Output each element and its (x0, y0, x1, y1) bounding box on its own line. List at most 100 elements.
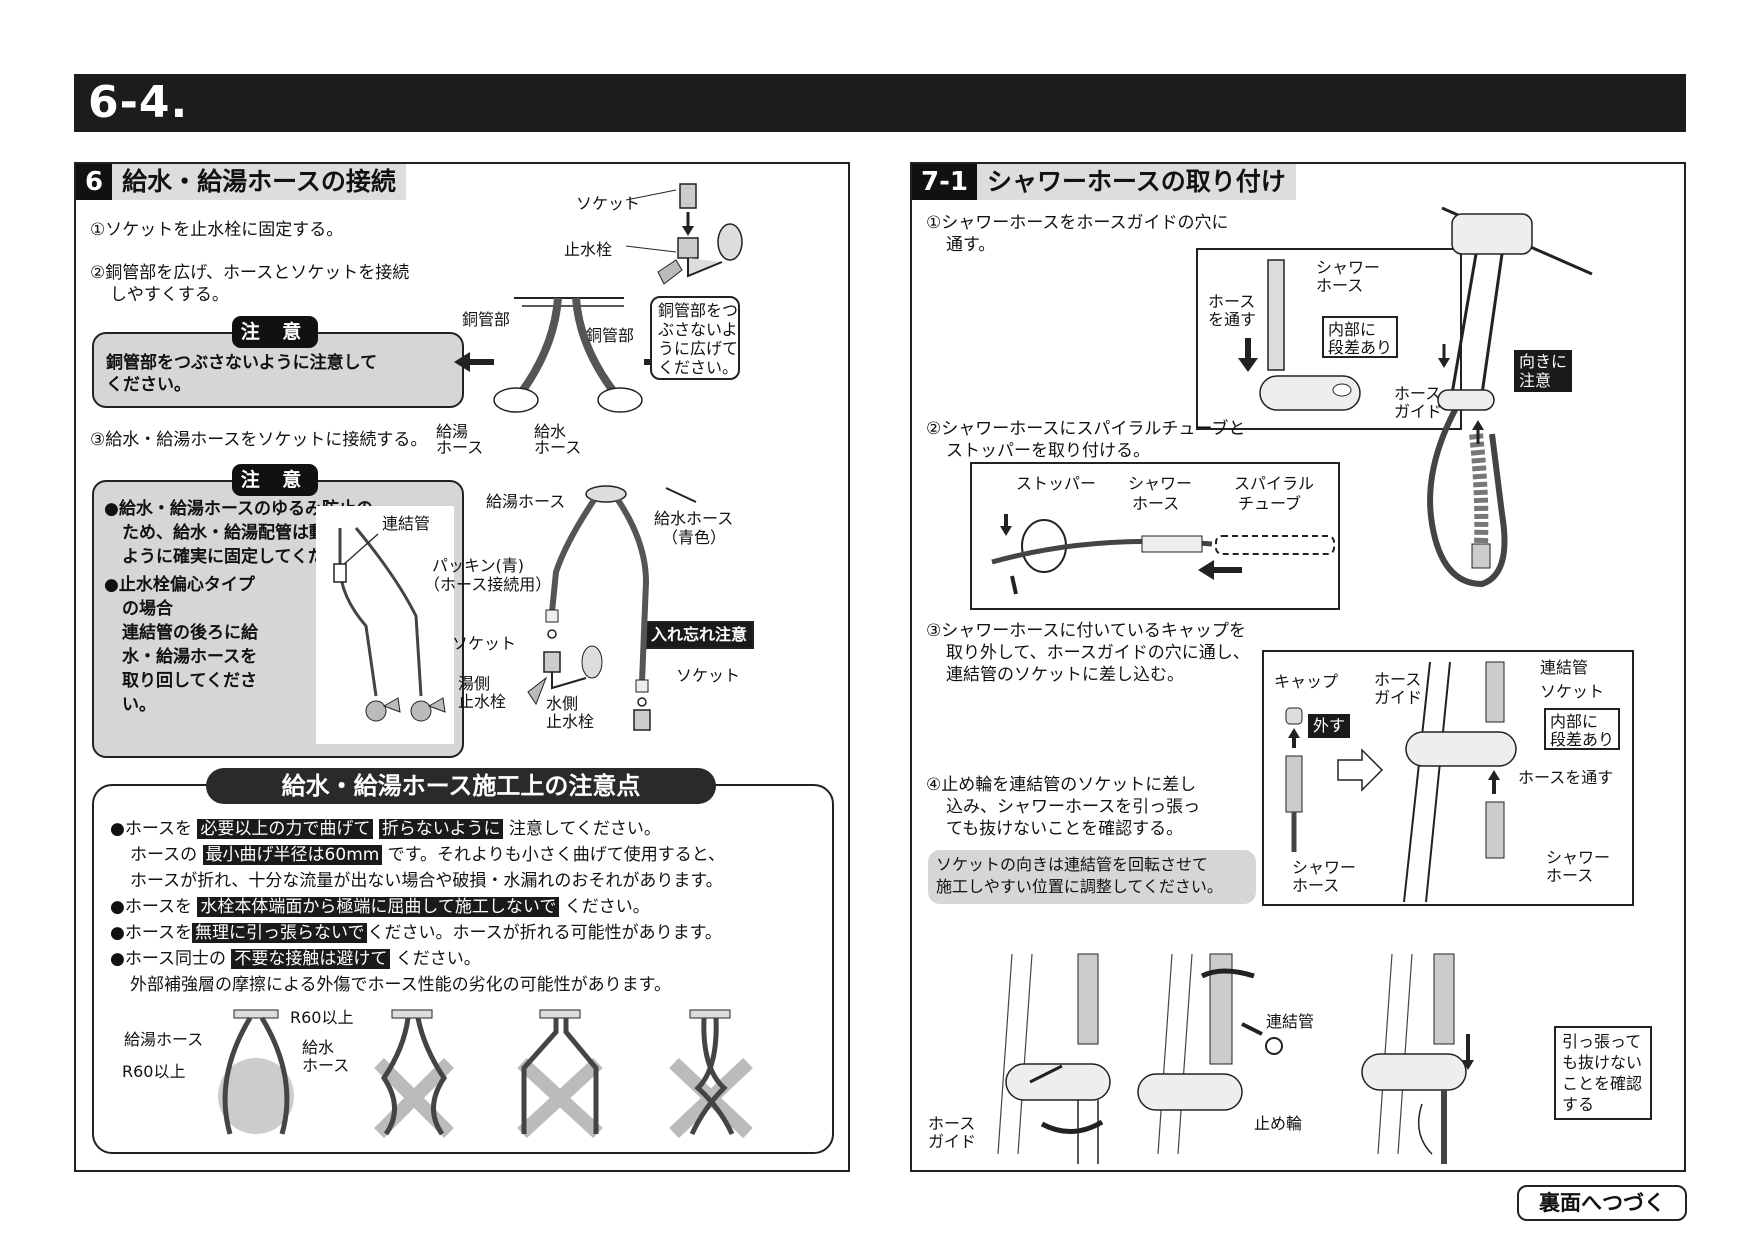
label-packing: パッキン(青) (432, 556, 525, 575)
step2-inset-drawing (991, 514, 1335, 595)
label-packing-2: （ホース接続用） (424, 575, 552, 594)
s6-step1: ①ソケットを止水栓に固定する。 (90, 220, 344, 240)
note-line2: ホースの 最小曲げ半径は60mm です。それよりも小さく曲げて使用すると、 (130, 844, 725, 866)
label-naibu-box-2: 内部に 段差あり (1544, 708, 1620, 750)
label-mukini-2: 注意 (1519, 371, 1552, 390)
label-mizugawa-2: 止水栓 (546, 712, 595, 731)
label-stopper: ストッパー (1016, 474, 1097, 493)
note-line2-b: です。それよりも小さく曲げて使用すると、 (387, 845, 726, 865)
label-hoseguide-4: ガイド (1374, 688, 1423, 707)
label-hoseguide-5: ホース (928, 1114, 976, 1133)
label-hose-guide: ホース (1394, 384, 1442, 403)
tip-line2: 施工しやすい位置に調整してください。 (936, 877, 1223, 896)
tip-line1: ソケットの向きは連結管を回転させて (936, 855, 1209, 874)
label-yugawa-2: 止水栓 (458, 692, 507, 711)
label-renketsukan: 連結管 (382, 514, 431, 533)
label-yugawa: 湯側 (458, 674, 491, 693)
s7-step4-line1: ④止め輪を連結管のソケットに差し (926, 775, 1197, 795)
s7-step2-line1: ②シャワーホースにスパイラルチューブと (926, 419, 1246, 439)
step1-inset: ホース を通す シャワー ホース 内部に 段差あり ホース ガイド (1196, 248, 1462, 430)
label-shower-5: シャワー (1546, 848, 1611, 867)
caution2-line5: の場合 (122, 599, 173, 619)
label-shower-hose-2: ホース (1316, 276, 1364, 295)
note-line5-b: ください。ホースが折れる可能性があります。 (367, 923, 722, 943)
label-shower-6: ホース (1546, 866, 1594, 885)
pull-callout: 引っ張って も抜けない ことを確認 する (1554, 1026, 1652, 1120)
note-line4-a: ●ホースを (110, 897, 192, 917)
label-hose-tosu-3: ホースを通す (1518, 768, 1614, 787)
note-line1: ●ホースを 必要以上の力で曲げて 折らないように 注意してください。 (110, 818, 661, 840)
section-7-1-header: 7-1 シャワーホースの取り付け (912, 164, 1296, 200)
fig-correct-bend (218, 1009, 294, 1135)
page-number: 6-4. (88, 77, 189, 128)
label-hose-tosu: ホース (1208, 292, 1256, 311)
s6-step2-line1: ②銅管部を広げ、ホースとソケットを接続 (90, 263, 410, 283)
label-shower-hose: シャワー (1316, 258, 1381, 277)
note-line1-hl2: 折らないように (378, 819, 504, 839)
s7-step1-line1: ①シャワーホースをホースガイドの穴に (926, 213, 1229, 233)
caution1-line1: 銅管部をつぶさないように注意して (106, 353, 378, 373)
note-line6-b: ください。 (395, 949, 481, 969)
faucet-drawing (1427, 206, 1593, 588)
note-line4-b: ください。 (564, 897, 650, 917)
note-line7: 外部補強層の摩擦による外傷でホース性能の劣化の可能性があります。 (130, 975, 671, 995)
label-shower: シャワー (1128, 474, 1193, 493)
label-socket-mizu: ソケット (676, 666, 741, 685)
tip-box: ソケットの向きは連結管を回転させて 施工しやすい位置に調整してください。 (928, 850, 1256, 904)
callout-line3: うに広げて (658, 339, 739, 358)
pull-line3: ことを確認 (1562, 1074, 1643, 1093)
label-mukini: 向きに (1519, 352, 1568, 371)
label-mukini-box: 向きに 注意 (1514, 350, 1573, 392)
label-naibu: 内部に (1328, 320, 1377, 339)
note-line6: ●ホース同士の 不要な接触は避けて ください。 (110, 948, 481, 970)
label-kyuto-bottom: ホース (436, 438, 484, 457)
label-cap: キャップ (1274, 672, 1339, 691)
s7-step2-line2: ストッパーを取り付ける。 (946, 441, 1150, 461)
caution2-line6: 連結管の後ろに給 (122, 623, 258, 643)
fig-wrong-sharp (517, 1009, 603, 1139)
label-kyuto-top: 給湯 (436, 422, 469, 441)
caution2-line1: ●給水・給湯ホースのゆるみ防止の (104, 499, 373, 519)
callout-line4: ください。 (658, 358, 739, 377)
label-shower-2: ホース (1132, 494, 1180, 513)
bottom-figures-drawing (997, 953, 1474, 1164)
step3-inset-drawing (1285, 661, 1517, 903)
label-socket-yu: ソケット (452, 634, 517, 653)
note-line4: ●ホースを 水栓本体端面から極端に屈曲して施工しないで ください。 (110, 896, 650, 918)
s6-step3: ③給水・給湯ホースをソケットに接続する。 (90, 430, 428, 450)
caution-box-2: ●給水・給湯ホースのゆるみ防止の ため、給水・給湯配管は動かない ように確実に固… (92, 480, 464, 758)
section-6-number: 6 (76, 164, 113, 200)
callout-line2: ぶさないよ (658, 320, 738, 339)
note-line4-hl: 水栓本体端面から極端に屈曲して施工しないで (197, 897, 560, 917)
step3-inset: キャップ 外す ホース ガイド 連結管 ソケット 内部に 段差あり ホースを通す… (1262, 650, 1634, 906)
label-naibu-2: 段差あり (1328, 338, 1393, 357)
note-line6-a: ●ホース同士の (110, 949, 226, 969)
eccentric-valve-drawing (333, 527, 446, 722)
s7-step4-line3: ても抜けないことを確認する。 (946, 819, 1184, 839)
copper-callout: 銅管部をつ ぶさないよ うに広げて ください。 (650, 296, 740, 380)
note-line3: ホースが折れ、十分な流量が出ない場合や破損・水漏れのおそれがあります。 (130, 871, 723, 891)
label-kyusui-hose: 給水ホース (654, 509, 734, 528)
note-line5-hl: 無理に引っ張らないで (191, 923, 368, 943)
fig-tomewa (1137, 953, 1283, 1155)
label-hoseguide-3: ホース (1374, 670, 1422, 689)
hose-bend-figures (218, 1009, 753, 1139)
label-kyusui-top: 給水 (534, 422, 567, 441)
label-shower-3: シャワー (1292, 858, 1357, 877)
section-6-panel: 6 給水・給湯ホースの接続 ①ソケットを止水栓に固定する。 ②銅管部を広げ、ホー… (74, 162, 850, 1172)
fig-pull (1361, 953, 1474, 1164)
socket-valve-drawing (625, 183, 743, 285)
fig-rotate (997, 953, 1111, 1164)
note-line5: ●ホースを無理に引っ張らないでください。ホースが折れる可能性があります。 (110, 922, 722, 944)
label-irewasure: 入れ忘れ注意 (644, 621, 755, 649)
section-7-1-panel: 7-1 シャワーホースの取り付け ①シャワーホースをホースガイドの穴に 通す。 … (910, 162, 1686, 1172)
pull-line4: する (1562, 1095, 1595, 1114)
fig-label-r60-left: R60以上 (122, 1062, 186, 1081)
fig-wrong-contact (669, 1009, 753, 1139)
callout-line1: 銅管部をつ (658, 301, 739, 320)
label-spiral-2: チューブ (1238, 494, 1302, 513)
pull-line1: 引っ張って (1562, 1032, 1642, 1051)
s7-step3-line1: ③シャワーホースに付いているキャップを (926, 621, 1246, 641)
s6-step2-line2: しやすくする。 (110, 285, 229, 305)
label-aoiro: （青色） (662, 528, 727, 547)
